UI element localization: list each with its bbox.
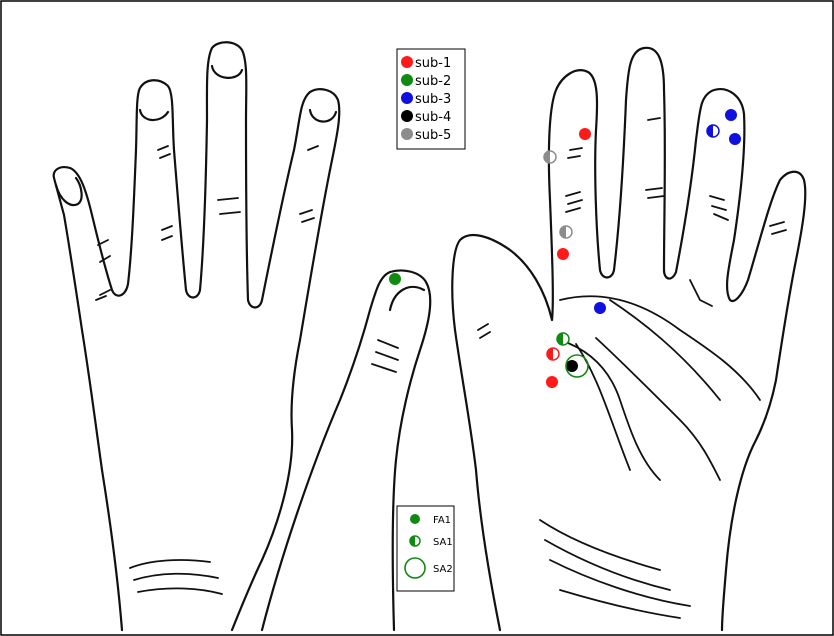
legend-label-sub-1: sub-1 <box>415 56 451 71</box>
marker-sub-3-sa1 <box>707 125 719 137</box>
marker-sub-1-sa1 <box>547 348 559 360</box>
legend-dot-sub-3 <box>401 92 413 104</box>
legend-label-sub-2: sub-2 <box>415 74 451 89</box>
legend-label-sub-5: sub-5 <box>415 128 451 143</box>
legend-fa1-symbol <box>410 514 420 524</box>
subject-legend: sub-1 sub-2 sub-3 sub-4 sub-5 <box>397 49 465 149</box>
marker-sub-5-sa1 <box>560 226 572 238</box>
marker-sub-2-fa1 <box>389 273 401 285</box>
legend-dot-sub-2 <box>401 74 413 86</box>
marker-sub-3-fa1 <box>725 109 737 121</box>
marker-sub-2-sa1 <box>557 333 569 345</box>
marker-sub-4-fa1 <box>566 360 578 372</box>
legend-sa1-label: SA1 <box>433 537 453 548</box>
legend-dot-sub-4 <box>401 110 413 122</box>
marker-sub-3-fa1 <box>594 302 606 314</box>
marker-sub-1-fa1 <box>579 128 591 140</box>
legend-dot-sub-5 <box>401 128 413 140</box>
legend-label-sub-3: sub-3 <box>415 92 451 107</box>
legend-dot-sub-1 <box>401 56 413 68</box>
marker-sub-5-sa1 <box>544 151 556 163</box>
legend-sa2-label: SA2 <box>433 564 453 575</box>
legend-fa1-label: FA1 <box>433 515 451 526</box>
marker-sub-1-fa1 <box>557 248 569 260</box>
legend-sa1-symbol <box>410 536 420 546</box>
marker-sub-1-fa1 <box>546 376 558 388</box>
legend-label-sub-4: sub-4 <box>415 110 451 125</box>
marker-sub-3-fa1 <box>729 133 741 145</box>
